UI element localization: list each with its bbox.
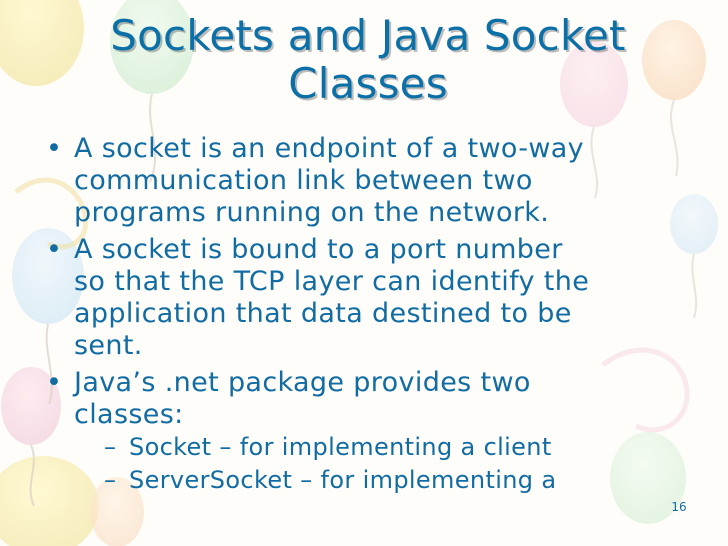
bullet-line: programs running on the network. xyxy=(74,197,550,228)
title-line: Classes xyxy=(288,59,448,108)
bullet-line: application that data destined to be xyxy=(74,298,572,329)
bullet-item: • Java’s .net package provides two class… xyxy=(44,367,704,497)
balloon-shape xyxy=(90,477,144,546)
bullet-line: Java’s .net package provides two xyxy=(74,367,531,398)
sub-bullet-marker: – xyxy=(104,433,117,461)
balloon-string xyxy=(670,99,679,177)
bullet-marker: • xyxy=(46,234,63,265)
balloon-shape xyxy=(610,432,686,524)
slide-title: Sockets and Java Socket Classes xyxy=(58,12,678,108)
slide-number: 16 xyxy=(671,500,687,514)
title-line: Sockets and Java Socket xyxy=(110,11,626,60)
balloon-shape xyxy=(1,367,61,445)
sub-bullet-text: Socket – for implementing a client xyxy=(129,433,552,461)
bullet-item: • A socket is bound to a port number so … xyxy=(44,234,704,362)
balloon-shape xyxy=(0,456,99,546)
bullet-marker: • xyxy=(46,367,63,398)
bullet-line: so that the TCP layer can identify the xyxy=(74,266,590,297)
sub-bullet-list: – Socket – for implementing a client – S… xyxy=(104,431,704,497)
bullet-item: • A socket is an endpoint of a two-way c… xyxy=(44,133,704,229)
balloon-shape xyxy=(560,41,628,127)
balloon-string xyxy=(691,253,698,319)
balloon-shape xyxy=(642,20,706,100)
balloon-shape xyxy=(110,0,194,94)
sub-bullet-item: – Socket – for implementing a client xyxy=(104,431,704,464)
bullet-line: classes: xyxy=(74,399,184,430)
slide-content: • A socket is an endpoint of a two-way c… xyxy=(44,133,704,502)
sub-bullet-text: ServerSocket – for implementing a xyxy=(129,466,557,494)
decorative-swirl xyxy=(14,177,89,250)
balloon-shape xyxy=(12,228,84,324)
balloon-string xyxy=(149,93,157,183)
bullet-line: communication link between two xyxy=(74,165,533,196)
sub-bullet-item: – ServerSocket – for implementing a xyxy=(104,464,704,497)
bullet-line: A socket is bound to a port number xyxy=(74,234,563,265)
decorative-swirl xyxy=(601,347,690,433)
bullet-line: A socket is an endpoint of a two-way xyxy=(74,133,585,164)
balloon-shape xyxy=(0,0,84,86)
balloon-shape xyxy=(670,194,718,254)
bullet-line: sent. xyxy=(74,330,143,361)
sub-bullet-marker: – xyxy=(104,466,117,494)
bullet-marker: • xyxy=(46,133,63,164)
balloon-string xyxy=(590,126,599,199)
balloon-string xyxy=(29,444,35,507)
balloon-string xyxy=(45,323,53,405)
